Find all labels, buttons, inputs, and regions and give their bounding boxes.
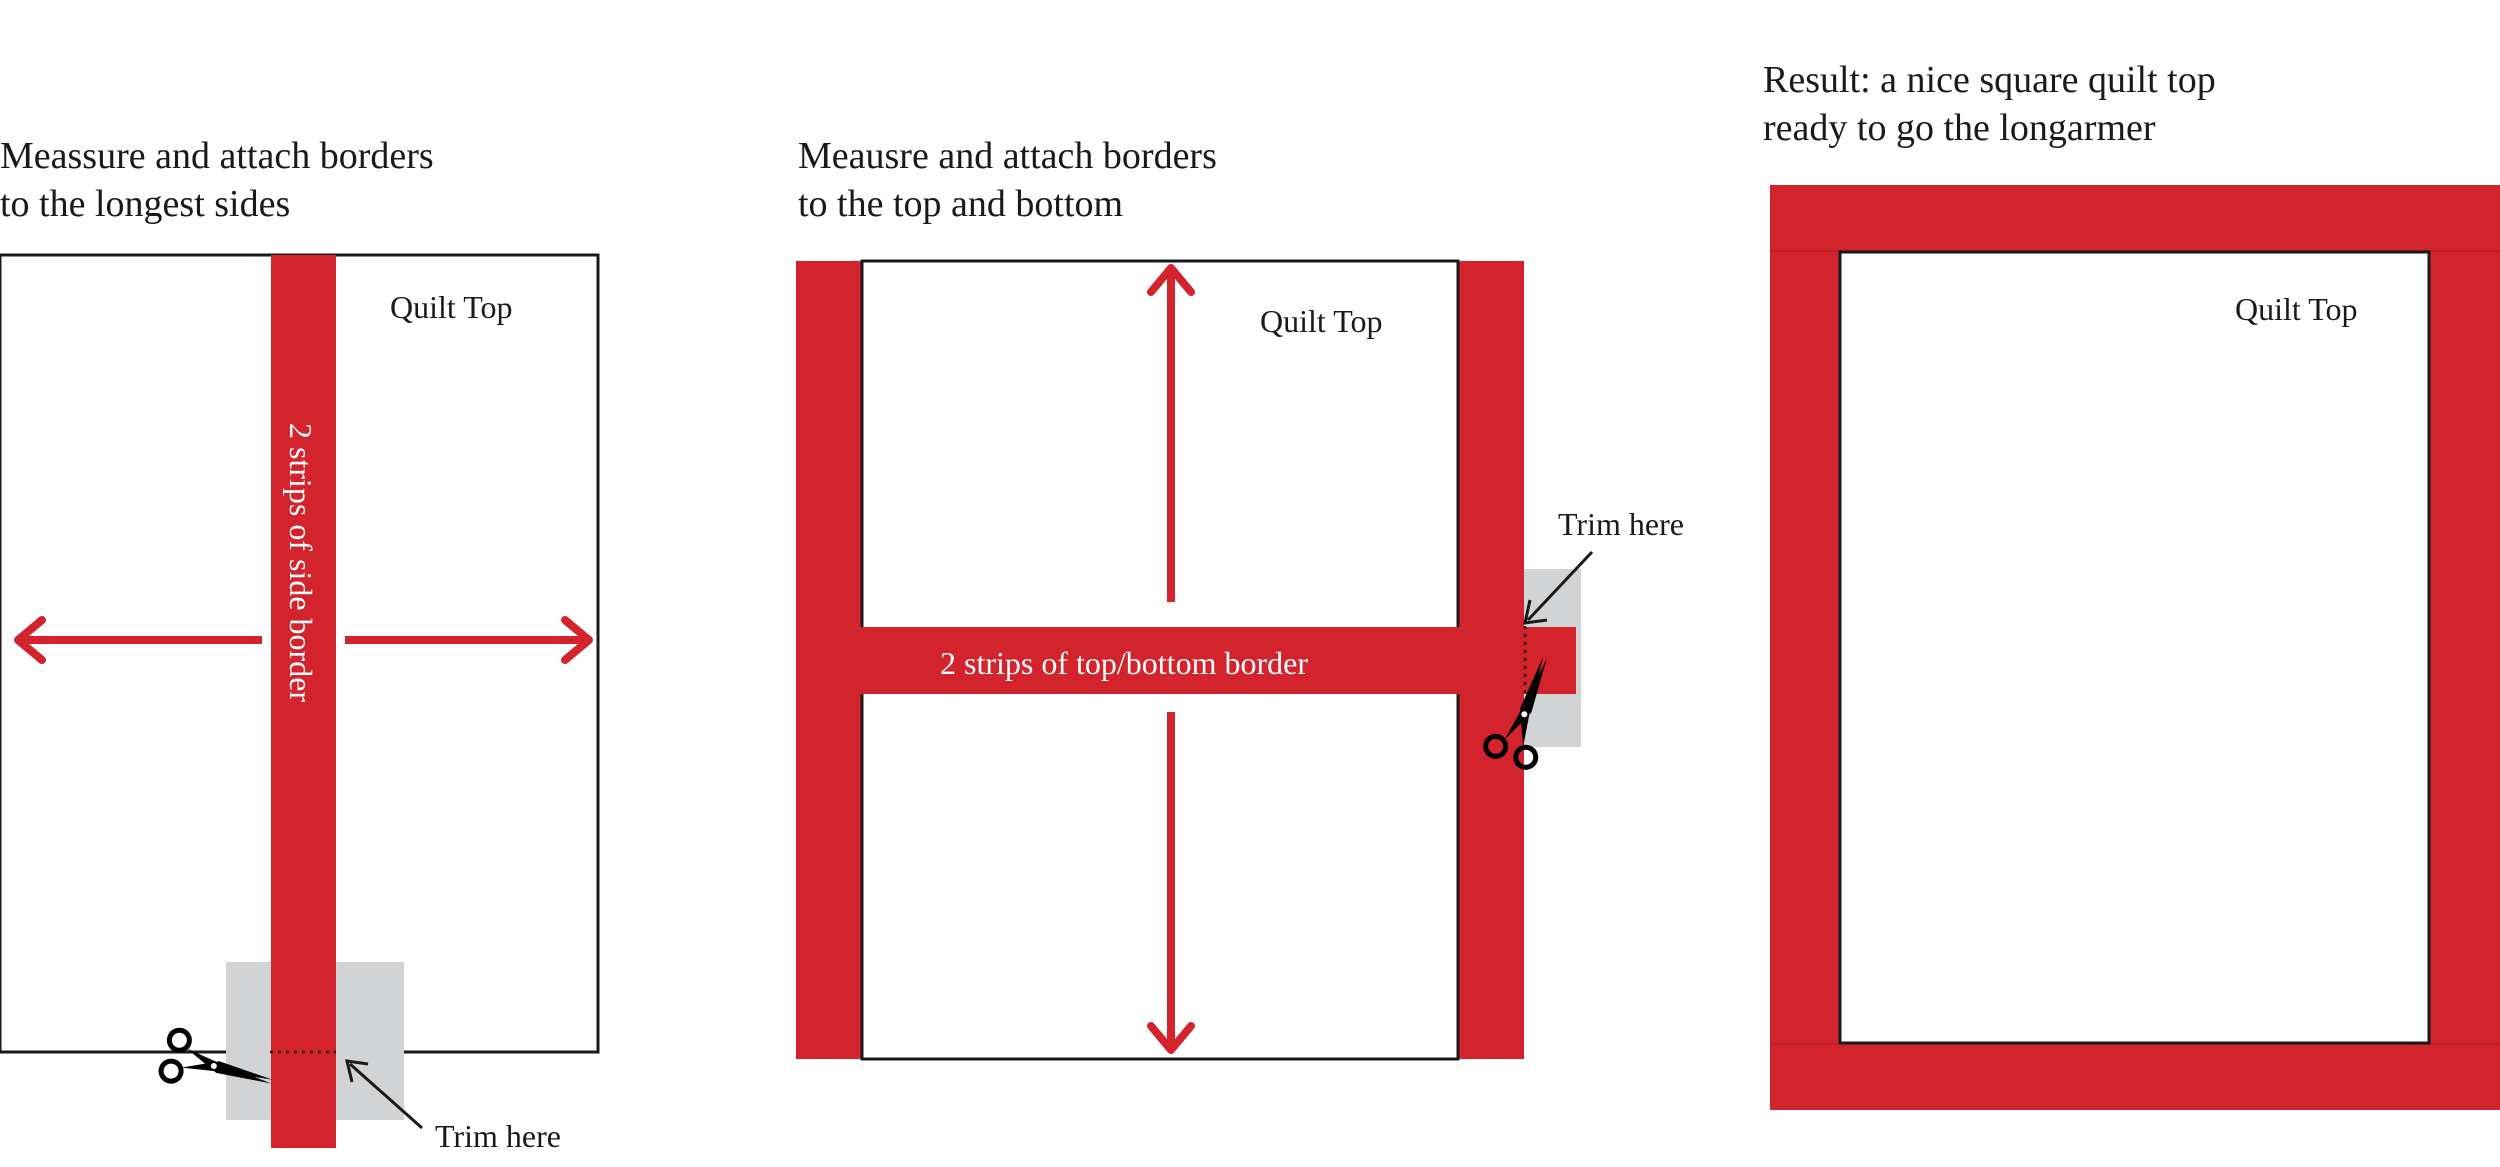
- step3-quilt-top-label: Quilt Top: [2235, 291, 2358, 327]
- step3-caption-line1: Result: a nice square quilt top: [1763, 59, 2216, 101]
- right-arrow-icon: [345, 616, 593, 664]
- step2-strip-label: 2 strips of top/bottom border: [940, 645, 1308, 681]
- step2-quilt-top-label: Quilt Top: [1260, 303, 1383, 339]
- step1-caption-line2: to the longest sides: [0, 183, 290, 225]
- step2-caption-line1: Meausre and attach borders: [798, 135, 1217, 177]
- step3-quilt-top: [1838, 250, 2431, 1045]
- step1-strip-label: 2 strips of side border: [283, 423, 319, 702]
- step2-panel: Meausre and attach borders to the top an…: [796, 135, 1684, 1061]
- step1-trim-label: Trim here: [435, 1118, 561, 1154]
- step2-top-bottom-border-strip: [796, 627, 1576, 694]
- pointer-arrow-icon: [345, 1059, 423, 1130]
- pointer-arrow-icon: [1523, 550, 1594, 625]
- step2-trim-label: Trim here: [1558, 506, 1684, 542]
- step3-caption-line2: ready to go the longarmer: [1763, 107, 2156, 149]
- step1-caption-line1: Meassure and attach borders: [0, 135, 434, 177]
- step1-side-border-strip: [271, 255, 336, 1148]
- step3-panel: Result: a nice square quilt top ready to…: [1763, 59, 2500, 1110]
- step1-panel: Meassure and attach borders to the longe…: [0, 135, 600, 1154]
- step2-caption-line2: to the top and bottom: [798, 183, 1123, 225]
- left-arrow-icon: [14, 616, 262, 664]
- up-arrow-icon: [1147, 264, 1195, 602]
- down-arrow-icon: [1147, 712, 1195, 1054]
- step1-quilt-top-label: Quilt Top: [390, 289, 513, 325]
